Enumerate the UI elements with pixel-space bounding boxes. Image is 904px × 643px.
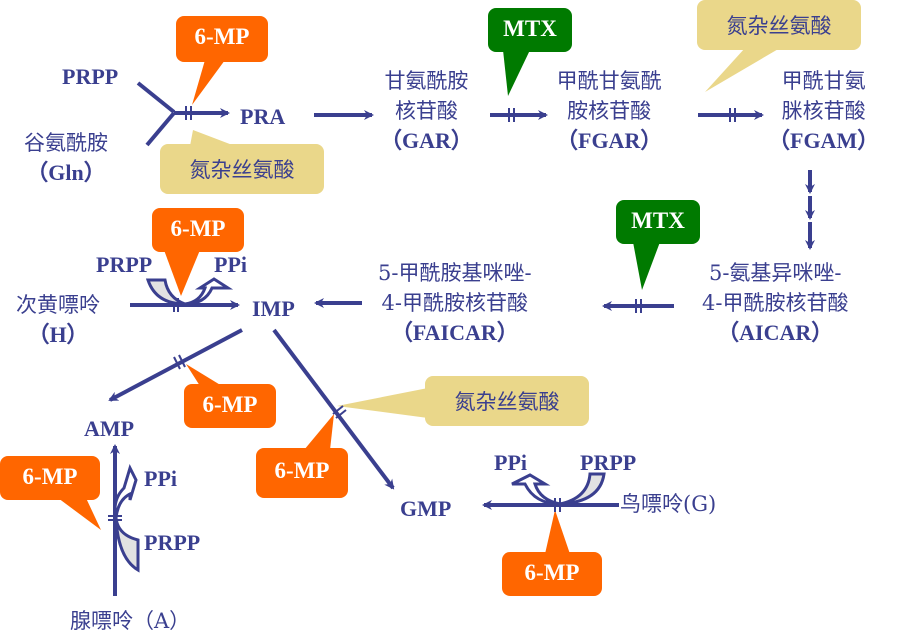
node-faicar-line2: 4-甲酰胺核苷酸 [381, 291, 529, 315]
callout-azaserine-fgar-text: 氮杂丝氨酸 [726, 14, 832, 38]
hgprt-curve [145, 277, 234, 306]
callout-azaserine-gmp [337, 376, 589, 426]
node-hypoxanthine-name: 次黄嘌呤 [16, 293, 100, 317]
callout-6mp-gua [502, 510, 602, 596]
node-fgar-abbr: （FGAR） [556, 128, 663, 153]
callout-6mp-gmp-path-text: 6-MP [274, 458, 330, 483]
callout-mtx-aicar-text: MTX [631, 208, 685, 233]
node-hypoxanthine-abbr: （H） [27, 322, 89, 347]
label-ppi-g: PPi [494, 450, 527, 475]
callout-6mp-pra-text: 6-MP [194, 24, 250, 49]
edge-imp-to-amp [108, 328, 243, 402]
callout-6mp-amp [184, 364, 276, 428]
node-aicar-abbr: （AICAR） [717, 320, 834, 345]
node-gln: 谷氨酰胺 （Gln） [24, 128, 108, 188]
node-faicar: 5-甲酰胺基咪唑- 4-甲酰胺核苷酸 （FAICAR） [378, 258, 532, 348]
node-fgam: 甲酰甘氨 脒核苷酸 （FGAM） [768, 66, 879, 156]
callout-azaserine-fgar [697, 0, 861, 92]
callout-6mp-gua-text: 6-MP [524, 560, 580, 585]
callout-mtx-gar [488, 8, 572, 96]
node-fgam-abbr: （FGAM） [768, 128, 880, 153]
edge-prpp-to-junction [136, 81, 176, 114]
node-gar-abbr: （GAR） [380, 128, 473, 153]
aprt-curve [113, 463, 140, 573]
callout-6mp-hgprt-text: 6-MP [170, 216, 226, 241]
gua-curve [511, 472, 606, 506]
label-prpp-h: PRPP [96, 252, 153, 277]
node-adenine: 腺嘌呤（A） [70, 606, 190, 636]
callout-6mp-hgprt [152, 208, 244, 296]
node-hypoxanthine: 次黄嘌呤 （H） [16, 290, 100, 350]
callout-azaserine-pra-text: 氮杂丝氨酸 [189, 158, 295, 182]
callout-6mp-pra [176, 16, 268, 105]
node-guanine-name: 鸟嘌呤(G) [620, 492, 717, 516]
edge-gln-to-junction [145, 111, 176, 147]
label-ppi-a: PPi [144, 466, 177, 491]
node-gar-line1: 甘氨酰胺 [384, 69, 469, 93]
node-fgar: 甲酰甘氨酰 胺核苷酸 （FGAR） [556, 66, 662, 156]
callout-mtx-aicar [616, 200, 700, 290]
callout-6mp-gmp-path [256, 414, 348, 498]
node-prpp-top: PRPP [62, 64, 119, 89]
node-adenine-name: 腺嘌呤（A） [70, 609, 191, 633]
label-prpp-a: PRPP [144, 530, 201, 555]
node-faicar-abbr: （FAICAR） [390, 320, 519, 345]
node-aicar: 5-氨基异咪唑- 4-甲酰胺核苷酸 （AICAR） [702, 258, 848, 348]
label-prpp-g: PRPP [580, 450, 637, 475]
node-pra: PRA [240, 104, 286, 129]
node-gar-line2: 核苷酸 [394, 99, 458, 123]
node-faicar-line1: 5-甲酰胺基咪唑- [378, 261, 532, 285]
callout-6mp-aprt-text: 6-MP [22, 464, 78, 489]
node-fgam-line1: 甲酰甘氨 [781, 69, 866, 93]
callout-mtx-gar-text: MTX [503, 16, 557, 41]
callout-azaserine-gmp-text: 氮杂丝氨酸 [454, 390, 560, 414]
node-gar: 甘氨酰胺 核苷酸 （GAR） [380, 66, 473, 156]
node-gmp: GMP [400, 496, 452, 521]
node-amp: AMP [84, 416, 135, 441]
node-gln-abbr: （Gln） [26, 160, 106, 185]
callout-6mp-aprt [0, 456, 101, 530]
callout-6mp-amp-text: 6-MP [202, 392, 258, 417]
node-imp: IMP [252, 296, 295, 321]
label-ppi-h: PPi [214, 252, 247, 277]
node-guanine: 鸟嘌呤(G) [620, 489, 716, 519]
edge-imp-to-gmp [272, 328, 395, 490]
node-fgam-line2: 脒核苷酸 [781, 99, 866, 123]
node-aicar-line2: 4-甲酰胺核苷酸 [702, 291, 849, 315]
node-fgar-line2: 胺核苷酸 [567, 99, 652, 123]
node-gln-name: 谷氨酰胺 [24, 131, 108, 155]
node-aicar-line1: 5-氨基异咪唑- [708, 261, 842, 285]
callout-azaserine-pra [160, 130, 324, 194]
node-fgar-line1: 甲酰甘氨酰 [556, 69, 662, 93]
